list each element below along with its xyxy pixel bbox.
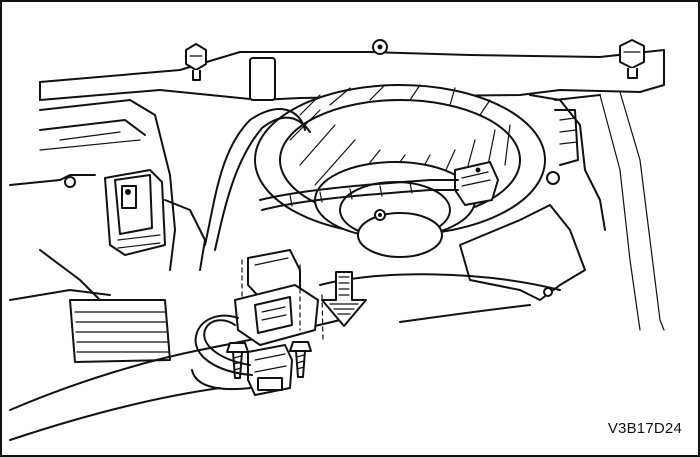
heater-case (9, 99, 176, 363)
figure-code-label: V3B17D24 (607, 420, 682, 437)
screw (226, 342, 249, 379)
wiring-harness (204, 108, 459, 251)
resistor-connector (191, 314, 293, 396)
dashboard-panel (39, 39, 665, 331)
down-arrow-icon (321, 271, 367, 327)
mounting-bolt (619, 39, 645, 79)
screw (289, 341, 312, 378)
motor-connector (454, 161, 499, 206)
ribbed-block (69, 299, 171, 363)
motor-hub (357, 212, 443, 258)
air-duct (459, 94, 606, 301)
blower-resistor (234, 249, 324, 346)
electrical-connector (104, 169, 206, 271)
panel-slot (249, 57, 276, 101)
mounting-bolt (185, 43, 207, 81)
